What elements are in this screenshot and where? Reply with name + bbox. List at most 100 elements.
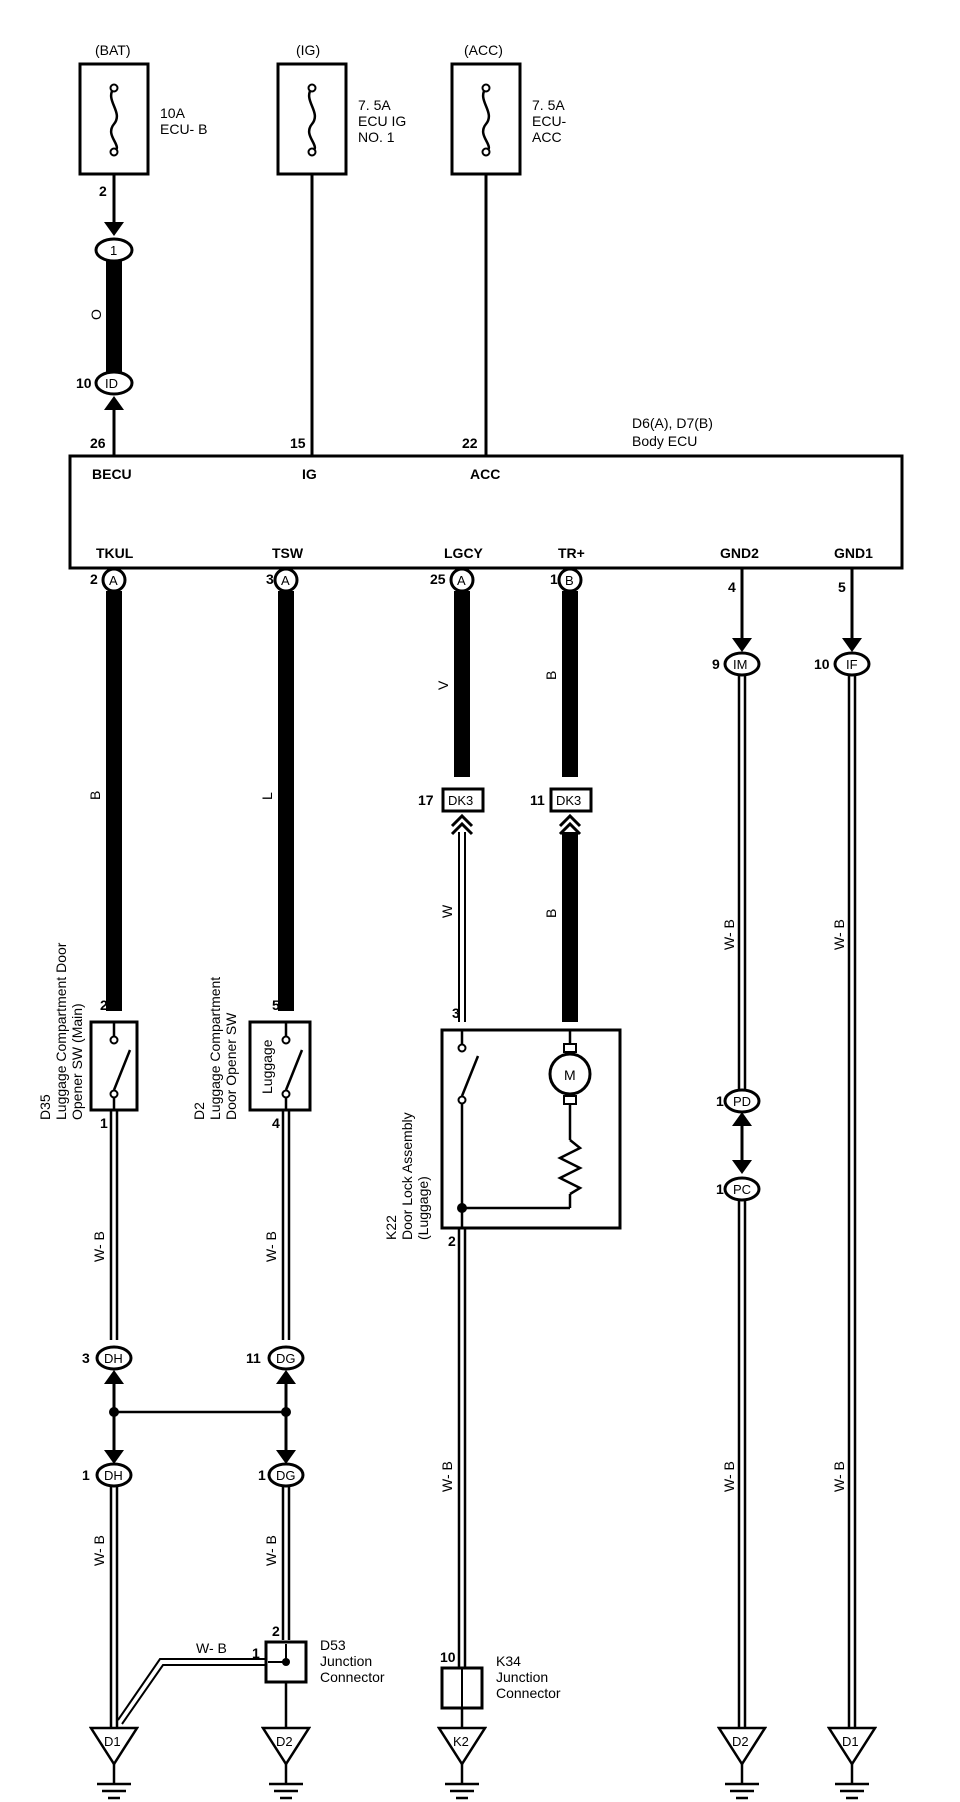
wire-tkul: B bbox=[87, 591, 122, 1011]
connector-label: DH bbox=[104, 1468, 123, 1483]
ecu-pin-name: IG bbox=[302, 466, 317, 482]
ground-label: D2 bbox=[276, 1734, 293, 1749]
connector-pin: 1 bbox=[82, 1467, 90, 1483]
component-id: K34 bbox=[496, 1653, 521, 1669]
connector-label: IM bbox=[733, 657, 747, 672]
component-name: Junction bbox=[496, 1669, 548, 1685]
fuse-name: ECU IG bbox=[358, 113, 406, 129]
component-name: Door Lock Assembly bbox=[399, 1112, 415, 1240]
component-pin: 3 bbox=[452, 1005, 460, 1021]
component-pin: 5 bbox=[272, 997, 280, 1013]
component-id: D2 bbox=[191, 1102, 207, 1120]
splice-link bbox=[109, 1407, 291, 1417]
connector-pin: 3 bbox=[82, 1350, 90, 1366]
fuse-pin: 2 bbox=[99, 183, 107, 199]
connector-label: B bbox=[565, 573, 574, 588]
connector-pin: 10 bbox=[76, 375, 92, 391]
switch-icon bbox=[460, 1055, 480, 1097]
component-pin: 2 bbox=[100, 997, 108, 1013]
component-pin: 4 bbox=[272, 1115, 280, 1131]
ecu-pin-name: TR+ bbox=[558, 545, 585, 561]
ecu-pin-name: TSW bbox=[272, 545, 304, 561]
wire-color-label: V bbox=[435, 680, 451, 690]
connector-pin: 11 bbox=[246, 1350, 261, 1366]
resistor-icon bbox=[557, 1139, 583, 1196]
connector-label: A bbox=[109, 573, 118, 588]
wire-color-label: O bbox=[88, 309, 104, 320]
door-lock-k22: 3 1 M 2 K22 Door Lock Assembly (Luggage) bbox=[383, 1005, 622, 1249]
ground-d2-left: D2 bbox=[261, 1726, 311, 1800]
body-ecu: D6(A), D7(B) Body ECU 26 15 22 BECU IG A… bbox=[68, 415, 904, 570]
fuse-rating: 10A bbox=[160, 105, 186, 121]
ecu-pin-number: 26 bbox=[90, 435, 106, 451]
wire-color-label: W- B bbox=[831, 1461, 847, 1492]
ecu-pin-number: 15 bbox=[290, 435, 306, 451]
switch-d2: 5 Luggage 4 D2 Luggage Compartment Door … bbox=[191, 977, 312, 1131]
ecu-pin-number: 5 bbox=[838, 579, 846, 595]
component-name: Luggage Compartment bbox=[207, 977, 223, 1120]
fuse-name: ECU- B bbox=[160, 121, 207, 137]
connector-label: A bbox=[281, 573, 290, 588]
ecu-pin-number: 25 bbox=[430, 571, 446, 587]
switch-icon bbox=[112, 1049, 132, 1091]
ecu-pin-number: 22 bbox=[462, 435, 478, 451]
connector-label: ID bbox=[105, 376, 118, 391]
connector-pin: 11 bbox=[530, 792, 545, 808]
ecu-pin-name: ACC bbox=[470, 466, 500, 482]
wire-gnd2: 9 IM W- B 1 PD 1 PC W- B bbox=[712, 568, 761, 1730]
component-id: K22 bbox=[383, 1215, 399, 1240]
motor-icon bbox=[548, 1052, 592, 1096]
component-pin: 10 bbox=[440, 1649, 456, 1665]
component-id: D35 bbox=[37, 1094, 53, 1120]
connector-label: DK3 bbox=[556, 793, 581, 808]
ground-label: D2 bbox=[732, 1734, 749, 1749]
wire-d35-to-dh: W- B 3 DH 1 DH W- B bbox=[82, 1110, 133, 1730]
wire-tsw: L bbox=[259, 591, 294, 1011]
fuse-icon bbox=[109, 87, 119, 154]
ecu-pin-name: LGCY bbox=[444, 545, 484, 561]
component-name: Luggage Compartment Door bbox=[53, 942, 69, 1120]
component-pin: 2 bbox=[272, 1623, 280, 1639]
junction-k34: 10 K34 Junction Connector bbox=[440, 1649, 561, 1730]
component-name-line2: Connector bbox=[496, 1685, 561, 1701]
wire-k22-to-k34: W- B bbox=[439, 1228, 467, 1668]
ecu-pin-number: 1 bbox=[550, 571, 558, 587]
ecu-pin-number: 4 bbox=[728, 579, 736, 595]
component-pin: 1 bbox=[562, 1005, 570, 1021]
connector-pin: 1 bbox=[716, 1181, 724, 1197]
wire-color-label: W- B bbox=[196, 1640, 227, 1656]
connector-pin: 9 bbox=[712, 656, 720, 672]
ecu-pin-name: TKUL bbox=[96, 545, 134, 561]
fuse-rating: 7. 5A bbox=[358, 97, 391, 113]
fuse-acc: (ACC) 7. 5A ECU- ACC bbox=[450, 42, 567, 176]
component-name-line2: Opener SW (Main) bbox=[69, 1003, 85, 1120]
wire-color-label: W- B bbox=[439, 1461, 455, 1492]
fuse-icon bbox=[481, 87, 491, 154]
ecu-bottom-connectors: 2 A 3 A 25 A 1 B 4 5 bbox=[90, 567, 846, 595]
wire-color-label: W- B bbox=[91, 1231, 107, 1262]
wire-color-label: W- B bbox=[831, 919, 847, 950]
component-name-line2: (Luggage) bbox=[415, 1176, 431, 1240]
wire-branch-d53: W- B bbox=[117, 1640, 266, 1725]
connector-pin: 1 bbox=[258, 1467, 266, 1483]
connector-label: DK3 bbox=[448, 793, 473, 808]
wire-color-label: W- B bbox=[721, 919, 737, 950]
fuse-name: ECU- bbox=[532, 113, 567, 129]
component-name: Junction bbox=[320, 1653, 372, 1669]
component-name-line2: Door Opener SW bbox=[223, 1012, 239, 1120]
fuse-source-label: (ACC) bbox=[464, 42, 503, 58]
ground-k2: K2 bbox=[437, 1726, 487, 1800]
fuse-ig: (IG) 7. 5A ECU IG NO. 1 bbox=[276, 42, 406, 176]
wire-color-label: L bbox=[259, 792, 275, 800]
ground-d1-right: D1 bbox=[827, 1726, 877, 1800]
connector-label: PD bbox=[733, 1094, 751, 1109]
fuse-name-line2: NO. 1 bbox=[358, 129, 395, 145]
motor-label: M bbox=[564, 1067, 576, 1083]
wire-color-label: B bbox=[543, 909, 559, 918]
wire-gnd1: 10 IF W- B W- B bbox=[814, 568, 871, 1730]
connector-label: PC bbox=[733, 1182, 751, 1197]
fuse-source-label: (IG) bbox=[296, 42, 320, 58]
connector-label: DH bbox=[104, 1351, 123, 1366]
connector-pin: 17 bbox=[418, 792, 434, 808]
ecu-pin-number: 2 bbox=[90, 571, 98, 587]
